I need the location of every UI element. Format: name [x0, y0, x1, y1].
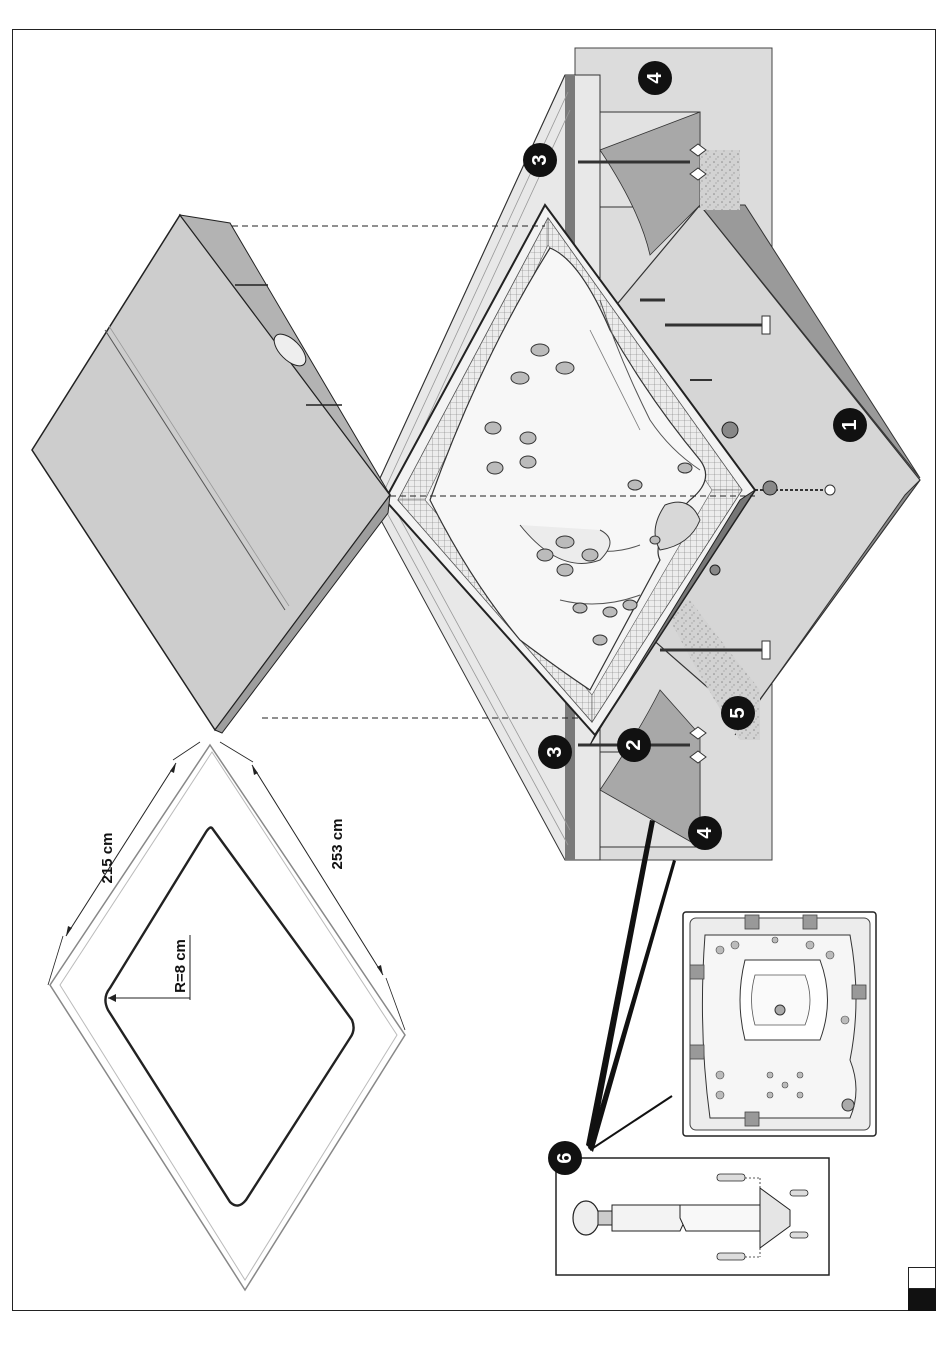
callout-4-bottom: 4 — [688, 816, 722, 850]
callout-3-bottom: 3 — [538, 735, 572, 769]
length-dimension-label: 253 cm — [329, 819, 346, 870]
svg-text:4: 4 — [644, 72, 666, 84]
cover-top — [32, 215, 390, 730]
inset-tub-plan — [683, 912, 876, 1136]
svg-text:3: 3 — [544, 746, 566, 757]
inner-rounded-rect — [105, 828, 353, 1206]
callout-2: 2 — [617, 728, 651, 762]
callout-5: 5 — [721, 696, 755, 730]
callout-1: 1 — [833, 408, 867, 442]
svg-text:2: 2 — [623, 739, 645, 750]
spa-cover — [32, 215, 390, 733]
inset-leg-detail — [556, 1158, 829, 1275]
svg-text:6: 6 — [554, 1152, 576, 1163]
page-marker-dark — [908, 1289, 936, 1311]
svg-text:4: 4 — [694, 827, 716, 839]
width-dimension-label: 215 cm — [99, 833, 116, 884]
svg-text:5: 5 — [727, 707, 749, 718]
top-view-outline: 215 cm 253 cm R=8 cm — [48, 742, 405, 1290]
width-dimension-line — [66, 763, 176, 936]
outer-outline — [50, 745, 405, 1290]
radius-label: R=8 cm — [172, 939, 189, 993]
callout-4-top: 4 — [638, 61, 672, 95]
svg-text:1: 1 — [839, 419, 861, 430]
callout-6: 6 — [548, 1141, 582, 1175]
callout-3-top: 3 — [523, 143, 557, 177]
svg-text:3: 3 — [529, 154, 551, 165]
callout-6-leader — [586, 820, 655, 1150]
page-marker-light — [908, 1267, 936, 1289]
length-dimension-line — [252, 765, 383, 975]
